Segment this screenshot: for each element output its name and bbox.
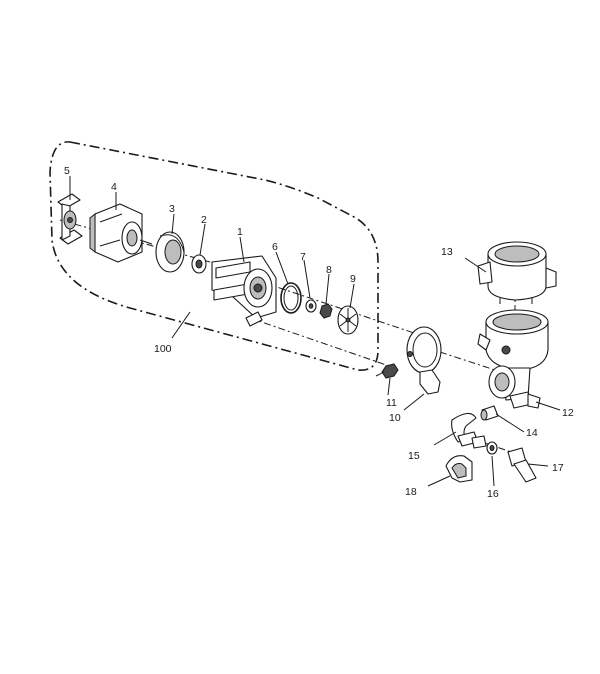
part-4-motor [89,203,153,263]
callout-1: 1 [237,226,243,238]
part-9-impeller [337,305,359,335]
callout-100: 100 [154,343,172,355]
callout-2: 2 [201,214,207,226]
part-18-clip [445,455,473,483]
part-12-pump-housing [477,309,549,409]
part-10-pump-cover [406,326,442,395]
callout-12: 12 [562,407,574,419]
part-5-clip-bracket [57,193,83,245]
part-3-cap [155,231,185,273]
part-13-top-collar [477,241,557,304]
callout-9: 9 [350,273,356,285]
callout-3: 3 [169,203,175,215]
part-8-nut [319,303,333,319]
callout-16: 16 [487,488,499,500]
leader-lines [69,176,561,487]
callout-18: 18 [405,486,417,498]
part-6-o-ring [280,282,302,314]
callout-15: 15 [408,450,420,462]
callout-10: 10 [389,412,401,424]
callout-7: 7 [300,251,306,263]
part-7-small-washer [305,299,317,313]
part-16-coupling [486,441,498,455]
part-11-screw [375,363,399,379]
part-17-outlet-hose [507,447,537,483]
callout-5: 5 [64,165,70,177]
part-1-motor-housing [211,255,277,327]
callout-14: 14 [526,427,538,439]
part-14-short-tube [480,405,499,421]
o-ring-inner [283,285,299,311]
callout-11: 11 [386,397,397,409]
callout-13: 13 [441,246,453,258]
axis-line-lower [249,317,396,369]
part-2-washer [191,254,207,274]
callout-8: 8 [326,264,332,276]
callout-6: 6 [272,241,278,253]
assembly-group-boundary [49,141,379,371]
callout-4: 4 [111,181,117,193]
callout-17: 17 [552,462,564,474]
part-15-elbow-hose [451,412,487,449]
axis-line-pump [439,351,496,371]
